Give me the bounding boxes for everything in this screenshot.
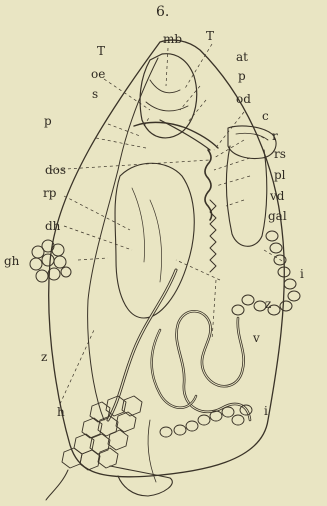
mantle-outline <box>88 58 158 420</box>
intestine-loop <box>176 311 250 420</box>
label-z-left: z <box>41 351 47 363</box>
label-v: v <box>253 332 260 344</box>
label-T-right: T <box>206 30 214 42</box>
label-pl: pl <box>274 169 286 181</box>
label-at: at <box>236 51 248 63</box>
label-dh: dh <box>45 220 60 232</box>
label-dos: dos <box>45 164 66 176</box>
label-z-right: z <box>265 298 271 310</box>
label-rp: rp <box>43 187 56 199</box>
label-s: s <box>92 88 98 100</box>
central-organ <box>115 163 194 318</box>
label-i-right: i <box>300 268 304 280</box>
label-oe: oe <box>91 68 105 80</box>
right-organ <box>226 146 266 246</box>
label-c: c <box>262 110 269 122</box>
left-tip <box>46 470 68 500</box>
label-od: od <box>236 93 251 105</box>
label-p-top: p <box>238 70 246 82</box>
label-gal: gal <box>268 210 287 222</box>
hepatic-lobules <box>62 396 142 470</box>
label-h: h <box>57 406 65 418</box>
right-capsule <box>228 126 276 159</box>
label-T-left: T <box>97 45 105 57</box>
label-p-left: p <box>44 115 52 127</box>
label-vd: vd <box>270 190 284 202</box>
label-gh: gh <box>4 255 19 267</box>
label-rs: rs <box>274 148 286 160</box>
foot-tail <box>110 466 172 496</box>
label-r: r <box>272 130 278 142</box>
label-mb: mb <box>163 33 182 45</box>
serrated-edge <box>210 200 216 272</box>
figure-number: 6. <box>156 6 169 18</box>
label-i-bottom: i <box>264 405 268 417</box>
head-region <box>140 54 197 138</box>
gland-cluster-lower-right <box>160 405 252 437</box>
